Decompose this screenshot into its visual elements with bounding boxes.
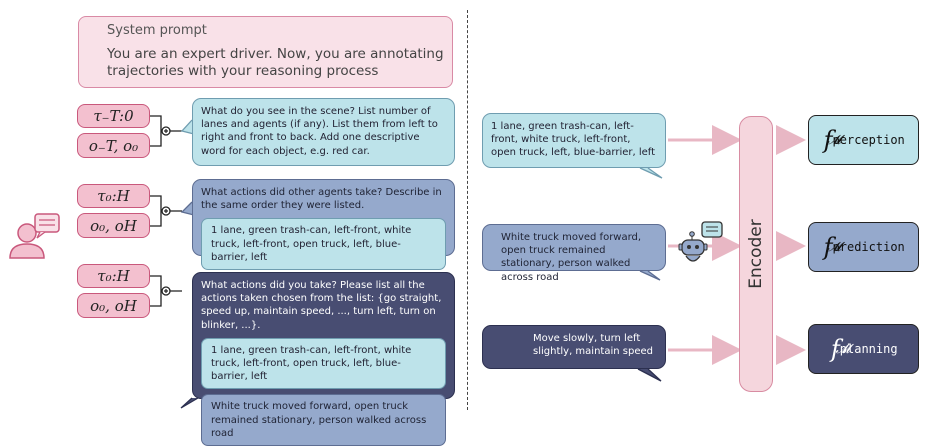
question-planning-bubble: What actions did you take? Please list a… (192, 272, 455, 446)
answer-planning-bubble: Move slowly, turn left slightly, maintai… (482, 325, 666, 369)
question-perception-bubble: What do you see in the scene? List numbe… (192, 98, 455, 166)
input-o-future: o₀, oH (77, 213, 150, 238)
person-speaking-icon (9, 213, 60, 259)
dashed-divider (467, 10, 468, 410)
bubble-tail-2 (180, 201, 195, 216)
system-prompt-title: System prompt (107, 23, 207, 38)
answer-prediction-bubble: White truck moved forward, open truck re… (482, 224, 666, 283)
input-o-future-2: o₀, oH (77, 293, 150, 318)
answer-perception-inner-2: 1 lane, green trash-can, left-front, whi… (201, 337, 446, 390)
head-planning-sub: 𝓜 (835, 341, 851, 357)
rbubble-tail-3 (637, 368, 662, 382)
rbubble-tail-1 (639, 167, 663, 179)
question-prediction-bubble: What actions did other agents take? Desc… (192, 179, 455, 270)
encoder-block: Encoder (739, 116, 773, 392)
system-prompt-box: System prompt You are an expert driver. … (78, 16, 453, 88)
input-o-past: o₋T, o₀ (77, 133, 150, 158)
head-perception-sub: 𝓜 (826, 132, 842, 148)
question-planning-text: What actions did you take? Please list a… (201, 280, 442, 331)
question-prediction-text: What actions did other agents take? Desc… (201, 187, 442, 212)
input-tau-future: τ₀:H (77, 184, 150, 208)
head-perception-sup: perception (832, 133, 905, 147)
system-prompt-text: You are an expert driver. Now, you are a… (107, 46, 444, 79)
answer-perception-bubble: 1 lane, green trash-can, left-front, whi… (482, 113, 666, 168)
head-prediction-sup: prediction (832, 240, 905, 254)
bubble-tail-1 (180, 119, 195, 135)
head-prediction-sub: 𝓜 (826, 239, 842, 255)
input-tau-past: τ₋T:0 (77, 104, 150, 128)
answer-prediction-text: White truck moved forward, open truck re… (501, 232, 642, 283)
answer-perception-inner: 1 lane, green trash-can, left-front, whi… (201, 218, 446, 270)
encoder-label: Encoder (746, 219, 766, 289)
answer-prediction-inner: White truck moved forward, open truck re… (201, 394, 446, 446)
connector-lines (9, 115, 806, 409)
bubble-tail-3 (180, 397, 199, 409)
bracket-perception (150, 115, 182, 147)
bracket-prediction (150, 195, 182, 227)
head-planning-sup: planning (839, 342, 898, 356)
question-perception-text: What do you see in the scene? List numbe… (201, 106, 438, 157)
head-planning-f: f (830, 335, 840, 363)
head-perception-f: f (823, 126, 833, 154)
answer-planning-text: Move slowly, turn left slightly, maintai… (533, 333, 653, 358)
robot-icon (678, 221, 723, 262)
answer-perception-text: 1 lane, green trash-can, left-front, whi… (491, 121, 656, 159)
input-tau-future-2: τ₀:H (77, 264, 150, 288)
head-prediction-f: f (823, 233, 833, 261)
rbubble-tail-2 (639, 270, 661, 281)
bracket-planning (150, 275, 182, 307)
